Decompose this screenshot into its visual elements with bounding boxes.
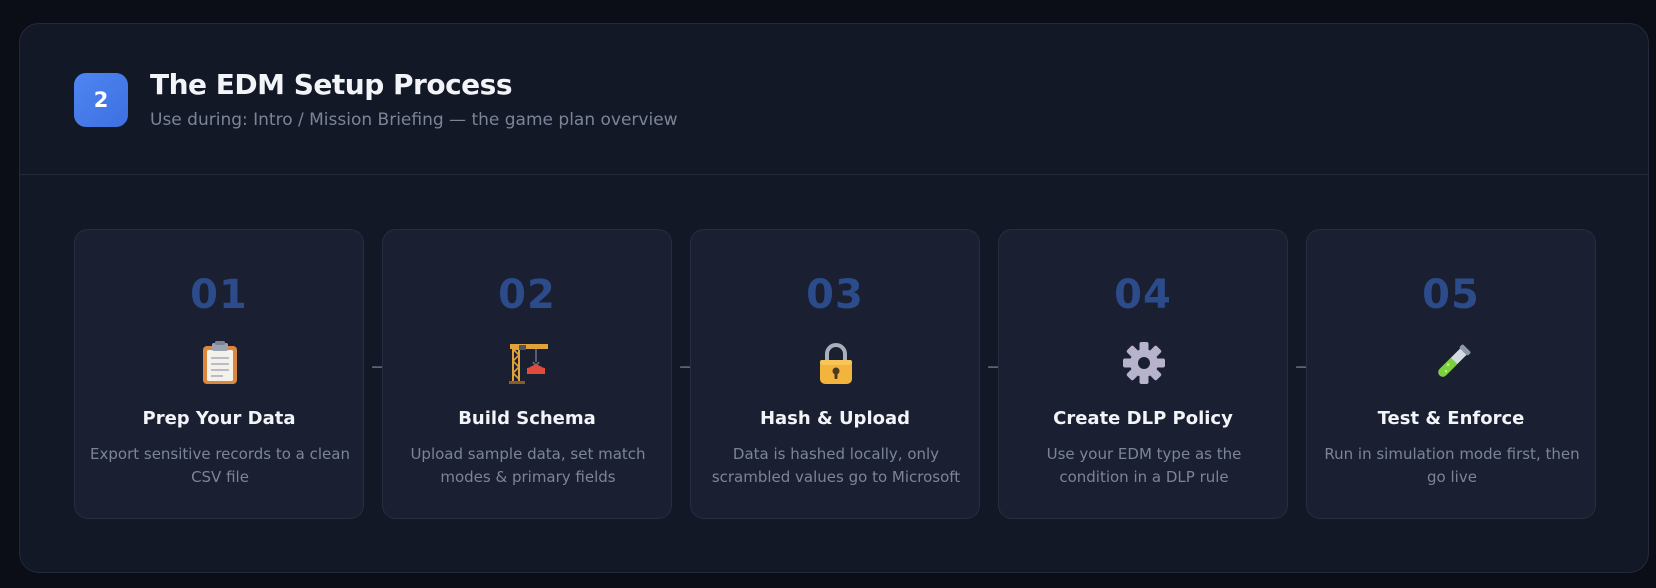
step-number: 03 [806, 272, 864, 318]
steps-row: 01 Prep Your Data Export sensitive recor… [74, 229, 1596, 519]
step-description: Data is hashed locally, only scrambled v… [711, 445, 961, 486]
step-card-hash-upload: 03 Hash & Upload Data is hashed locally,… [690, 229, 980, 519]
step-title: Test & Enforce [1377, 408, 1525, 429]
step-number: 01 [190, 272, 248, 318]
page-title: The EDM Setup Process [150, 68, 513, 101]
step-card-build-schema: 02 Build Schema Upload sample data, set … [382, 229, 672, 519]
step-title: Build Schema [458, 408, 596, 429]
section-number-badge: 2 [74, 73, 128, 127]
step-title: Prep Your Data [142, 408, 296, 429]
lock-icon [820, 343, 852, 384]
step-card-create-dlp-policy: 04 Create DLP Policy Use your EDM type a… [998, 229, 1288, 519]
page-subtitle: Use during: Intro / Mission Briefing — t… [150, 110, 678, 130]
process-card: 2 The EDM Setup Process Use during: Intr… [19, 23, 1649, 573]
crane-icon [509, 344, 548, 384]
step-card-test-enforce: 05 Test & Enforce Run in simulation mode… [1306, 229, 1596, 519]
step-description: Use your EDM type as the condition in a … [1046, 445, 1242, 486]
test-tube-icon [1438, 344, 1471, 377]
step-number: 04 [1114, 272, 1172, 318]
step-number: 02 [498, 272, 556, 318]
step-title: Create DLP Policy [1053, 408, 1233, 429]
step-title: Hash & Upload [759, 408, 911, 429]
clipboard-icon [203, 341, 237, 384]
gear-icon [1123, 342, 1165, 384]
step-number: 05 [1422, 272, 1480, 318]
step-description: Run in simulation mode first, then go li… [1324, 445, 1580, 486]
card-header: 2 The EDM Setup Process Use during: Intr… [20, 24, 1648, 175]
step-description: Export sensitive records to a clean CSV … [90, 445, 350, 486]
step-card-prep-data: 01 Prep Your Data Export sensitive recor… [74, 229, 364, 519]
step-description: Upload sample data, set match modes & pr… [410, 445, 646, 486]
